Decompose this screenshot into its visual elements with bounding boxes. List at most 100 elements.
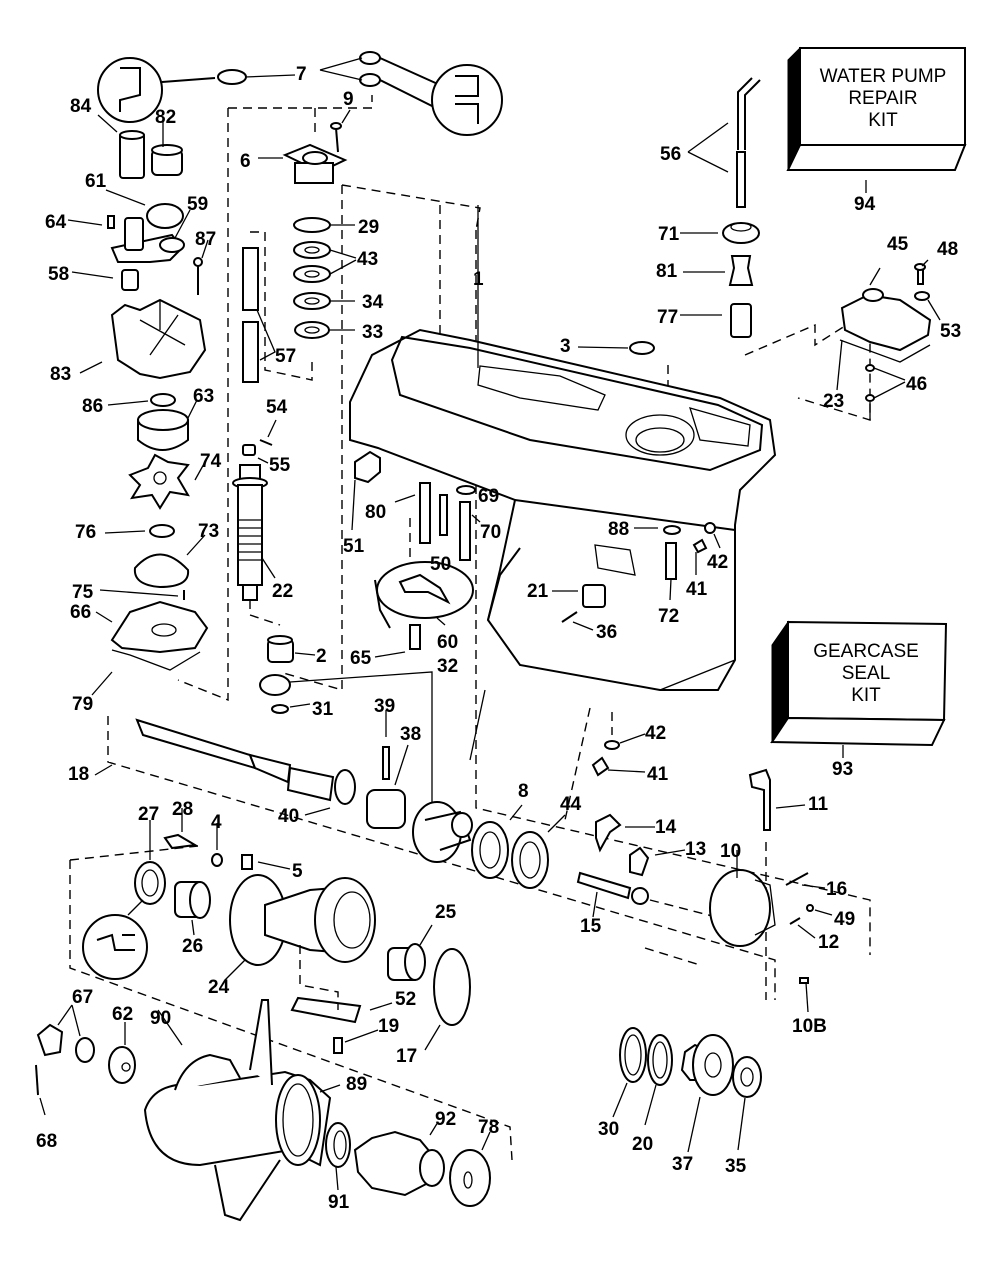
label-17: 17 — [396, 1046, 417, 1067]
label-40: 40 — [278, 806, 299, 827]
label-44: 44 — [560, 794, 582, 815]
label-28: 28 — [172, 799, 193, 820]
label-30: 30 — [598, 1119, 619, 1140]
part-group-driveshaft — [232, 109, 433, 805]
label-3: 3 — [560, 336, 571, 357]
label-1: 1 — [473, 269, 484, 290]
part-group-reverse-gear — [612, 1027, 762, 1153]
label-83: 83 — [50, 364, 71, 385]
label-73: 73 — [198, 521, 219, 542]
part-group-propshaft — [94, 710, 566, 889]
label-55: 55 — [269, 455, 291, 476]
label-68: 68 — [36, 1131, 57, 1152]
label-53: 53 — [940, 321, 961, 342]
label-70: 70 — [480, 522, 501, 543]
kit-93-line-1: GEARCASE — [813, 641, 919, 662]
label-75: 75 — [72, 582, 94, 603]
label-25: 25 — [435, 902, 457, 923]
label-93: 93 — [832, 759, 853, 780]
label-91: 91 — [328, 1192, 350, 1213]
label-81: 81 — [656, 261, 678, 282]
part-group-water-tube — [680, 77, 941, 420]
label-33: 33 — [362, 322, 383, 343]
label-5: 5 — [292, 861, 303, 882]
label-23: 23 — [823, 391, 844, 412]
gearcase-housing — [349, 205, 777, 761]
label-27: 27 — [138, 804, 159, 825]
label-2: 2 — [316, 646, 327, 667]
label-74: 74 — [200, 451, 222, 472]
label-11: 11 — [808, 794, 829, 815]
kit-94-line-3: KIT — [868, 110, 898, 131]
label-82: 82 — [155, 107, 176, 128]
part-group-water-pump — [67, 51, 503, 696]
label-43: 43 — [357, 249, 378, 270]
label-87: 87 — [195, 229, 216, 250]
label-38: 38 — [400, 724, 421, 745]
label-4: 4 — [211, 812, 222, 833]
label-21: 21 — [527, 581, 549, 602]
label-41-upper: 41 — [686, 579, 708, 600]
label-45: 45 — [887, 234, 909, 255]
label-8: 8 — [518, 781, 529, 802]
label-65: 65 — [350, 648, 372, 669]
label-42-upper: 42 — [707, 552, 728, 573]
label-92: 92 — [435, 1109, 456, 1130]
label-35: 35 — [725, 1156, 747, 1177]
label-54: 54 — [266, 397, 288, 418]
label-46: 46 — [906, 374, 927, 395]
label-15: 15 — [580, 916, 602, 937]
label-14: 14 — [655, 817, 677, 838]
label-32: 32 — [437, 656, 458, 677]
label-72: 72 — [658, 606, 679, 627]
label-20: 20 — [632, 1134, 653, 1155]
label-42-lower: 42 — [645, 723, 666, 744]
label-6: 6 — [240, 151, 251, 172]
label-50: 50 — [430, 554, 451, 575]
label-77: 77 — [657, 307, 678, 328]
label-66: 66 — [70, 602, 91, 623]
label-10: 10 — [720, 841, 741, 862]
kit-94-water-pump-repair: WATER PUMP REPAIR KIT — [786, 46, 967, 193]
kit-93-line-3: KIT — [851, 685, 881, 706]
kit-93-line-2: SEAL — [842, 663, 891, 684]
label-51: 51 — [343, 536, 365, 557]
label-62: 62 — [112, 1004, 133, 1025]
label-10B: 10B — [792, 1016, 827, 1037]
label-61: 61 — [85, 171, 107, 192]
label-76: 76 — [75, 522, 96, 543]
label-24: 24 — [208, 977, 230, 998]
label-71: 71 — [658, 224, 680, 245]
label-39: 39 — [374, 696, 395, 717]
label-59: 59 — [187, 194, 208, 215]
label-9: 9 — [343, 89, 354, 110]
part-group-housing-hardware — [351, 341, 721, 777]
label-78: 78 — [478, 1117, 499, 1138]
label-58: 58 — [48, 264, 69, 285]
label-41-lower: 41 — [647, 764, 669, 785]
kit-94-line-1: WATER PUMP — [820, 66, 947, 87]
label-49: 49 — [834, 909, 855, 930]
label-52: 52 — [395, 989, 416, 1010]
label-57: 57 — [275, 346, 296, 367]
label-31: 31 — [312, 699, 334, 720]
label-22: 22 — [272, 581, 293, 602]
label-69: 69 — [478, 486, 499, 507]
label-37: 37 — [672, 1154, 693, 1175]
part-group-propeller — [35, 999, 491, 1222]
label-19: 19 — [378, 1016, 399, 1037]
label-26: 26 — [182, 936, 203, 957]
part-group-bearing-carrier — [82, 808, 471, 1054]
kit-93-gearcase-seal: GEARCASE SEAL KIT — [770, 620, 948, 758]
label-64: 64 — [45, 212, 67, 233]
label-34: 34 — [362, 292, 384, 313]
label-90: 90 — [150, 1008, 171, 1029]
label-63: 63 — [193, 386, 214, 407]
label-67: 67 — [72, 987, 93, 1008]
kit-94-line-2: REPAIR — [848, 88, 917, 109]
label-60: 60 — [437, 632, 458, 653]
label-88: 88 — [608, 519, 629, 540]
label-94: 94 — [854, 194, 876, 215]
label-29: 29 — [358, 217, 379, 238]
